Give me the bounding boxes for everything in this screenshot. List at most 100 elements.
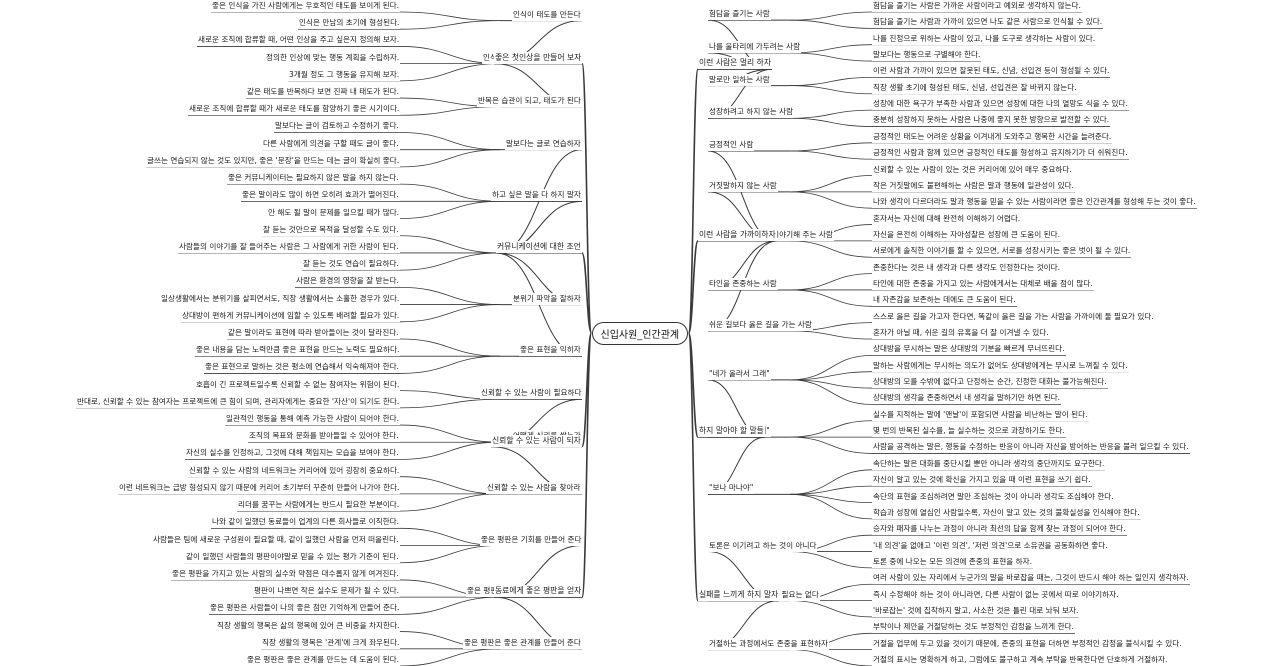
leaf-node[interactable]: 좋은 말이라도 많이 하면 오히려 효과가 떨어진다. xyxy=(241,189,400,202)
leaf-node[interactable]: 정의한 인상에 맞는 행동 계획을 수립하자. xyxy=(265,51,401,64)
leaf-node[interactable]: 사람들은 팀에 새로운 구성원이 필요할 때, 같이 일했던 사람을 먼저 떠올… xyxy=(152,533,400,546)
leaf-node[interactable]: 나와 생각이 다르더라도 말과 행동을 믿을 수 있는 사람이라면 좋은 인간관… xyxy=(872,196,1197,209)
leaf-node[interactable]: 토론 중에 나오는 모든 의견에 존중의 표현을 하자. xyxy=(872,555,1034,568)
topic-node[interactable]: 신뢰할 수 있는 사람이 되자 xyxy=(491,434,582,447)
branch-node[interactable]: 인식이 태도를 만든다 xyxy=(512,8,582,21)
leaf-node[interactable]: 잘 듣는 것만으로 목적을 달성할 수도 있다. xyxy=(262,223,400,236)
topic-node[interactable]: 이런 사람을 가까이하자 xyxy=(698,228,777,241)
leaf-node[interactable]: 같이 일했던 사람들의 평판이야말로 믿을 수 있는 평가 기준이 된다. xyxy=(185,550,400,563)
leaf-node[interactable]: 인식은 만남의 초기에 형성된다. xyxy=(298,17,401,30)
leaf-node[interactable]: 거절을 업무에 두고 있을 것이기 때문에, 존중의 표현을 더하면 부정적인 … xyxy=(872,637,1183,650)
leaf-node[interactable]: 상대방의 생각을 존중하면서 내 생각을 말하기만 하면 된다. xyxy=(872,392,1061,405)
branch-node[interactable]: 토론은 이기려고 하는 것이 아니다 xyxy=(708,539,818,552)
leaf-node[interactable]: 긍정적인 태도는 어려운 상황을 이겨내게 도와주고 행복한 시간을 늘려준다. xyxy=(872,130,1113,143)
leaf-node[interactable]: 리더를 꿈꾸는 사람에게는 반드시 필요한 부분이다. xyxy=(237,499,401,512)
leaf-node[interactable]: 스스로 옳은 길을 가고자 한다면, 똑같이 옳은 길을 가는 사람을 가까이에… xyxy=(872,310,1155,323)
leaf-node[interactable]: 좋은 평판은 사람들이 나의 좋은 점만 기억하게 만들어 준다. xyxy=(209,602,401,615)
leaf-node[interactable]: 서로에게 솔직한 이야기를 할 수 있으면, 서로를 성장시키는 좋은 벗이 될… xyxy=(872,245,1132,258)
leaf-node[interactable]: 잘 듣는 것도 연습이 필요하다. xyxy=(302,258,400,271)
leaf-node[interactable]: 속단하는 말은 대화를 중단시킬 뿐만 아니라 생각의 중단까지도 요구한다. xyxy=(872,457,1106,470)
branch-node[interactable]: 좋은 표현을 익히자 xyxy=(519,344,582,357)
branch-node[interactable]: 좋은 평판은 기회를 만들어 준다 xyxy=(480,533,583,546)
center-topic[interactable]: 신입사원_인간관계 xyxy=(591,321,689,345)
leaf-node[interactable]: 좋은 내용을 담는 노력만큼 좋은 표현을 만드는 노력도 필요하다. xyxy=(195,344,401,357)
leaf-node[interactable]: 3개월 정도 그 행동을 유지해 보자. xyxy=(288,68,401,81)
branch-node[interactable]: 좋은 평판은 좋은 관계를 만들어 준다 xyxy=(463,636,582,649)
topic-node[interactable]: 하지 말아야 할 말들 xyxy=(698,425,765,438)
leaf-node[interactable]: 자신의 실수를 인정하고, 그것에 대해 책임지는 모습을 보여야 한다. xyxy=(185,447,400,460)
leaf-node[interactable]: 좋은 인식을 가진 사람에게는 우호적인 태도를 보이게 된다. xyxy=(211,0,400,12)
leaf-node[interactable]: 충분히 성장하지 못하는 사람은 나중에 좋지 못한 방향으로 발전할 수 있다… xyxy=(872,114,1111,127)
branch-node[interactable]: 신뢰할 수 있는 사람을 찾아라 xyxy=(486,481,582,494)
leaf-node[interactable]: 평판이 나쁘면 작은 실수도 문제가 될 수 있다. xyxy=(253,585,401,598)
leaf-node[interactable]: 같은 태도를 반복하다 보면 진짜 내 태도가 된다. xyxy=(246,86,401,99)
leaf-node[interactable]: 험담을 즐기는 사람과 가까이 있으면 나도 같은 사람으로 인식될 수 있다. xyxy=(872,16,1104,29)
leaf-node[interactable]: 신뢰할 수 있는 사람이 있는 것은 커리어에 있어 매우 중요하다. xyxy=(872,163,1073,176)
leaf-node[interactable]: 직장 생활 초기에 형성된 태도, 신념, 선입견은 잘 바뀌지 않는다. xyxy=(872,81,1078,94)
leaf-node[interactable]: 글쓰는 연습되지 않는 것도 있지만, 좋은 '문장'을 만드는 데는 글이 확… xyxy=(146,154,401,167)
leaf-node[interactable]: 혼자가 아닐 때, 쉬운 길의 유혹을 더 잘 이겨낼 수 있다. xyxy=(872,327,1050,339)
branch-node[interactable]: 거짓말하지 않는 사람 xyxy=(708,179,778,192)
leaf-node[interactable]: 거절의 표시는 명확하게 하고, 그럼에도 불구하고 계속 부탁을 반복한다면 … xyxy=(872,654,1169,666)
leaf-node[interactable]: 내 자존감을 보존하는 데에도 큰 도움이 된다. xyxy=(872,294,1017,307)
branch-node[interactable]: 분위기 파악을 잘하자 xyxy=(512,292,582,305)
branch-node[interactable]: 말보다는 글로 연습하자 xyxy=(505,137,582,150)
leaf-node[interactable]: 사람을 공격하는 말은, 행동을 수정하는 반응이 아니라 자신을 방어하는 반… xyxy=(872,441,1190,454)
leaf-node[interactable]: 존중한다는 것은 내 생각과 다른 생각도 인정한다는 것이다. xyxy=(872,261,1061,274)
leaf-node[interactable]: 좋은 평판은 좋은 관계를 만드는 데 도움이 된다. xyxy=(246,654,401,666)
branch-node[interactable]: 나를 울타리에 가두려는 사람 xyxy=(708,40,802,53)
branch-node[interactable]: 거절하는 과정에서도 존중을 표현하자 xyxy=(708,637,830,650)
branch-node[interactable]: 쉬운 길보다 옳은 길을 가는 사람 xyxy=(708,318,813,331)
leaf-node[interactable]: 좋은 커뮤니케이터는 필요하지 않은 말을 하지 않는다. xyxy=(227,172,400,185)
leaf-node[interactable]: 새로운 조직에 합류할 때가 새로운 태도를 함양하기 좋은 시기이다. xyxy=(188,103,401,116)
leaf-node[interactable]: 안 해도 될 말이 문제를 일으킬 때가 많다. xyxy=(267,206,401,219)
leaf-node[interactable]: 조직의 목표와 문화를 받아들일 수 있어야 한다. xyxy=(248,430,400,443)
leaf-node[interactable]: 일상생활에서는 분위기를 살피면서도, 직장 생활에서는 소홀한 경우가 있다. xyxy=(160,292,401,305)
branch-node[interactable]: "네가 올라서 그래" xyxy=(708,367,771,380)
leaf-node[interactable]: 다른 사람에게 의견을 구할 때도 글이 좋다. xyxy=(262,137,400,150)
leaf-node[interactable]: 여러 사람이 있는 자리에서 누군가의 말을 바로잡을 때는, 그것이 반드시 … xyxy=(872,572,1190,585)
leaf-node[interactable]: 사람들의 이야기를 잘 들어주는 사람은 그 사람에게 귀한 사람이 된다. xyxy=(178,240,400,253)
leaf-node[interactable]: 말보다는 글이 검토하고 수정하기 좋다. xyxy=(274,120,400,133)
branch-node[interactable]: 말로만 일하는 사람 xyxy=(708,73,771,86)
leaf-node[interactable]: 신뢰할 수 있는 사람의 네트워크는 커리어에 있어 굉장히 중요하다. xyxy=(188,464,401,477)
leaf-node[interactable]: 직장 생활의 행복은 '관계'에 크게 좌우된다. xyxy=(261,636,401,649)
branch-node[interactable]: 긍정적인 사람 xyxy=(708,138,755,151)
leaf-node[interactable]: 말하는 사람에게는 무시하는 의도가 없어도 상대방에게는 무시로 느껴질 수 … xyxy=(872,359,1129,372)
leaf-node[interactable]: 몇 번의 반복된 실수를, 늘 실수하는 것으로 과장하기도 한다. xyxy=(872,425,1066,438)
leaf-node[interactable]: 직장 생활의 행복은 삶의 행복에 있어 큰 비중을 차지한다. xyxy=(216,619,401,632)
leaf-node[interactable]: 승자와 패자를 나누는 과정이 아니라 최선의 답을 함께 찾는 과정이 되어야… xyxy=(872,523,1127,536)
leaf-node[interactable]: 즉시 수정해야 하는 것이 아니라면, 다른 사람이 없는 곳에서 따로 이야기… xyxy=(872,588,1120,601)
branch-node[interactable]: 타인을 존중하는 사람 xyxy=(708,277,778,290)
topic-node[interactable]: 커뮤니케이션에 대한 조언 xyxy=(496,240,582,253)
leaf-node[interactable]: 나와 같이 일했던 동료들이 업계의 다른 회사들로 이직한다. xyxy=(211,516,400,529)
leaf-node[interactable]: 학습과 성장에 열심인 사람일수록, 자신이 알고 있는 것의 불확실성을 인식… xyxy=(872,506,1141,519)
leaf-node[interactable]: '내 의견'을 없애고 '이런 의견', '저런 의견'으로 소유권을 공동화하… xyxy=(872,539,1109,552)
leaf-node[interactable]: 험담을 즐기는 사람은 가까운 사람이라고 예외로 생각하지 않는다. xyxy=(872,0,1082,12)
leaf-node[interactable]: 혼자서는 자신에 대해 완전히 이해하기 어렵다. xyxy=(872,212,1022,225)
branch-node[interactable]: "보나 마나야" xyxy=(708,482,755,495)
leaf-node[interactable]: 타인에 대한 존중을 가지고 있는 사람에게서는 대체로 배울 점이 많다. xyxy=(872,277,1094,290)
branch-node[interactable]: 반복은 습관이 되고, 태도가 된다 xyxy=(477,94,582,107)
leaf-node[interactable]: 같은 말이라도 표현에 따라 받아들이는 것이 달라진다. xyxy=(227,327,400,339)
leaf-node[interactable]: 성장에 대한 욕구가 부족한 사람과 있으면 성장에 대한 나의 열망도 식을 … xyxy=(872,98,1129,111)
leaf-node[interactable]: 작은 거짓말에도 불편해하는 사람은 말과 행동에 일관성이 있다. xyxy=(872,179,1075,192)
leaf-node[interactable]: 새로운 조직에 합류할 때, 어떤 인상을 주고 싶은지 정의해 보자. xyxy=(197,34,401,47)
leaf-node[interactable]: 상대방을 무시하는 말은 상대방의 기분을 빠르게 무너뜨린다. xyxy=(872,343,1066,356)
leaf-node[interactable]: 자신이 알고 있는 것에 확신을 가지고 있을 때 이런 표현을 쓰기 쉽다. xyxy=(872,474,1092,487)
leaf-node[interactable]: 긍정적인 사람과 함께 있으면 긍정적인 태도를 형성하고 유지하기가 더 쉬워… xyxy=(872,147,1129,160)
topic-node[interactable]: 동료에게 좋은 평판을 얻자 xyxy=(494,585,583,598)
leaf-node[interactable]: 일관적인 행동을 통해 예측 가능한 사람이 되어야 한다. xyxy=(225,413,401,426)
leaf-node[interactable]: 부탁이나 제안을 거절당하는 것도 부정적인 감정을 느끼게 한다. xyxy=(872,621,1075,634)
branch-node[interactable]: 하고 싶은 말을 다 하지 말자 xyxy=(491,189,582,202)
topic-node[interactable]: 이런 사람은 멀리 하자 xyxy=(698,57,772,70)
leaf-node[interactable]: 좋은 평판을 가지고 있는 사람의 실수와 약점은 대수롭지 않게 여겨진다. xyxy=(171,567,400,580)
topic-node[interactable]: 실패를 느끼게 하지 말자 xyxy=(698,588,780,601)
leaf-node[interactable]: 자신을 온전히 이해하는 자아성찰은 성장에 큰 도움이 된다. xyxy=(872,228,1061,241)
leaf-node[interactable]: 속단의 표현을 조심하려면 말만 조심하는 것이 아니라 생각도 조심해야 한다… xyxy=(872,490,1115,503)
branch-node[interactable]: 험담을 즐기는 사람 xyxy=(708,8,771,21)
leaf-node[interactable]: 나를 진정으로 위하는 사람이 있고, 나를 도구로 생각하는 사람이 있다. xyxy=(872,32,1097,45)
leaf-node[interactable]: 호흡이 긴 프로젝트일수록 신뢰할 수 없는 참여자는 위험이 된다. xyxy=(195,378,401,391)
topic-node[interactable]: 좋은 첫인상을 만들어 보자 xyxy=(494,51,583,64)
leaf-node[interactable]: '바로잡는' 것에 집착하지 말고, 사소한 것은 틀린 대로 놔둬 보자. xyxy=(872,604,1080,617)
